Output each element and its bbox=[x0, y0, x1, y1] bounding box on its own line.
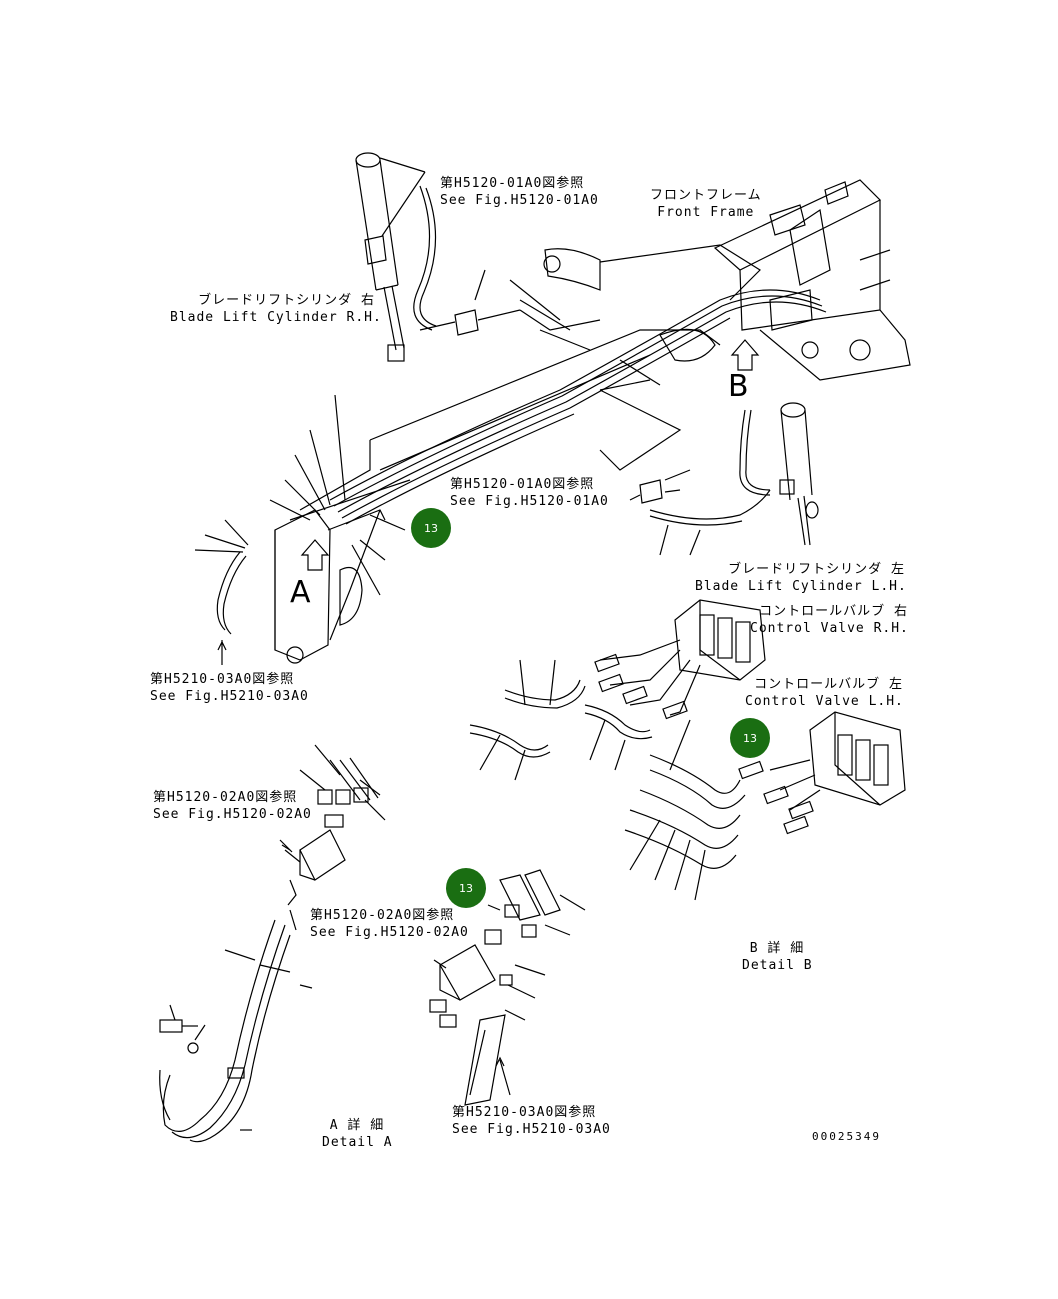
label-jp: 第H5120-02A0図参照 bbox=[153, 790, 298, 805]
blade-lift-cylinder-lh bbox=[739, 402, 819, 546]
ref-h5210-03a0-bottom-label: 第H5210-03A0図参照 See Fig.H5210-03A0 bbox=[452, 1104, 611, 1138]
label-jp: 第H5210-03A0図参照 bbox=[452, 1105, 597, 1120]
detail-a-assembly bbox=[159, 744, 386, 1143]
label-jp: ブレードリフトシリンダ 左 bbox=[728, 562, 905, 577]
leader-diamond bbox=[599, 359, 682, 471]
mid-valve-hoses bbox=[629, 469, 771, 556]
callout-badge[interactable]: 13 bbox=[446, 868, 486, 908]
label-en: See Fig.H5120-02A0 bbox=[310, 925, 469, 940]
label-en: Front Frame bbox=[657, 205, 755, 220]
control-valve-lh-label: コントロールバルブ 左 Control Valve L.H. bbox=[745, 676, 903, 710]
label-en: Blade Lift Cylinder L.H. bbox=[695, 579, 907, 594]
label-en: See Fig.H5120-01A0 bbox=[440, 193, 599, 208]
ref-h5120-02a0-left-label: 第H5120-02A0図参照 See Fig.H5120-02A0 bbox=[153, 789, 312, 823]
upper-valve-fittings bbox=[419, 269, 601, 351]
main-frame-boom bbox=[274, 244, 827, 664]
label-en: See Fig.H5210-03A0 bbox=[150, 689, 309, 704]
view-letter-b: B bbox=[728, 369, 749, 404]
label-jp: 第H5120-01A0図参照 bbox=[440, 176, 585, 191]
label-jp: コントロールバルブ 左 bbox=[754, 677, 903, 692]
label-jp: A 詳 細 bbox=[329, 1118, 385, 1133]
control-valve-rh-label: コントロールバルブ 右 Control Valve R.H. bbox=[750, 603, 908, 637]
view-a-arrow bbox=[300, 539, 330, 571]
label-jp: 第H5120-01A0図参照 bbox=[450, 477, 595, 492]
ref-h5120-02a0-center-label: 第H5120-02A0図参照 See Fig.H5120-02A0 bbox=[310, 907, 469, 941]
detail-b-label: B 詳 細 Detail B bbox=[742, 940, 812, 974]
ref-h5210-03a0-left-label: 第H5210-03A0図参照 See Fig.H5210-03A0 bbox=[150, 671, 309, 705]
label-en: See Fig.H5120-02A0 bbox=[153, 807, 312, 822]
center-detail-assembly bbox=[429, 869, 586, 1106]
front-frame-label: フロントフレーム Front Frame bbox=[650, 187, 762, 221]
label-jp: フロントフレーム bbox=[650, 188, 762, 203]
label-en: See Fig.H5120-01A0 bbox=[450, 494, 609, 509]
label-en: Detail A bbox=[322, 1135, 393, 1150]
blade-lift-cylinder-lh-label: ブレードリフトシリンダ 左 Blade Lift Cylinder L.H. bbox=[695, 561, 907, 595]
label-jp: 第H5210-03A0図参照 bbox=[150, 672, 295, 687]
drawing-number: 00025349 bbox=[812, 1130, 881, 1143]
blade-lift-cylinder-rh-label: ブレードリフトシリンダ 右 Blade Lift Cylinder R.H. bbox=[170, 292, 382, 326]
control-valve-lh bbox=[769, 711, 906, 811]
label-jp: ブレードリフトシリンダ 右 bbox=[198, 293, 375, 308]
label-en: See Fig.H5210-03A0 bbox=[452, 1122, 611, 1137]
hose-left-a bbox=[216, 551, 247, 665]
blade-lift-cylinder-rh bbox=[355, 152, 437, 362]
ref-h5120-01a0-mid-label: 第H5120-01A0図参照 See Fig.H5120-01A0 bbox=[450, 476, 609, 510]
label-en: Control Valve R.H. bbox=[750, 621, 909, 636]
label-en: Control Valve L.H. bbox=[745, 694, 904, 709]
label-jp: 第H5120-02A0図参照 bbox=[310, 908, 455, 923]
label-en: Blade Lift Cylinder R.H. bbox=[170, 310, 382, 325]
lh-valve-hoses bbox=[624, 719, 746, 901]
misc-leaders bbox=[279, 839, 447, 969]
view-letter-a: A bbox=[290, 575, 311, 610]
view-b-arrow bbox=[730, 339, 760, 371]
detail-a-label: A 詳 細 Detail A bbox=[322, 1117, 392, 1151]
rh-valve-hoses bbox=[469, 659, 653, 781]
lh-valve-fittings bbox=[738, 760, 814, 835]
rh-valve-fittings bbox=[594, 653, 688, 720]
callout-badge[interactable]: 13 bbox=[411, 508, 451, 548]
callout-badge[interactable]: 13 bbox=[730, 718, 770, 758]
leader-lines-boom bbox=[194, 394, 406, 596]
label-jp: コントロールバルブ 右 bbox=[759, 604, 908, 619]
label-en: Detail B bbox=[742, 958, 813, 973]
label-jp: B 詳 細 bbox=[749, 941, 805, 956]
ref-h5120-01a0-top-label: 第H5120-01A0図参照 See Fig.H5120-01A0 bbox=[440, 175, 599, 209]
